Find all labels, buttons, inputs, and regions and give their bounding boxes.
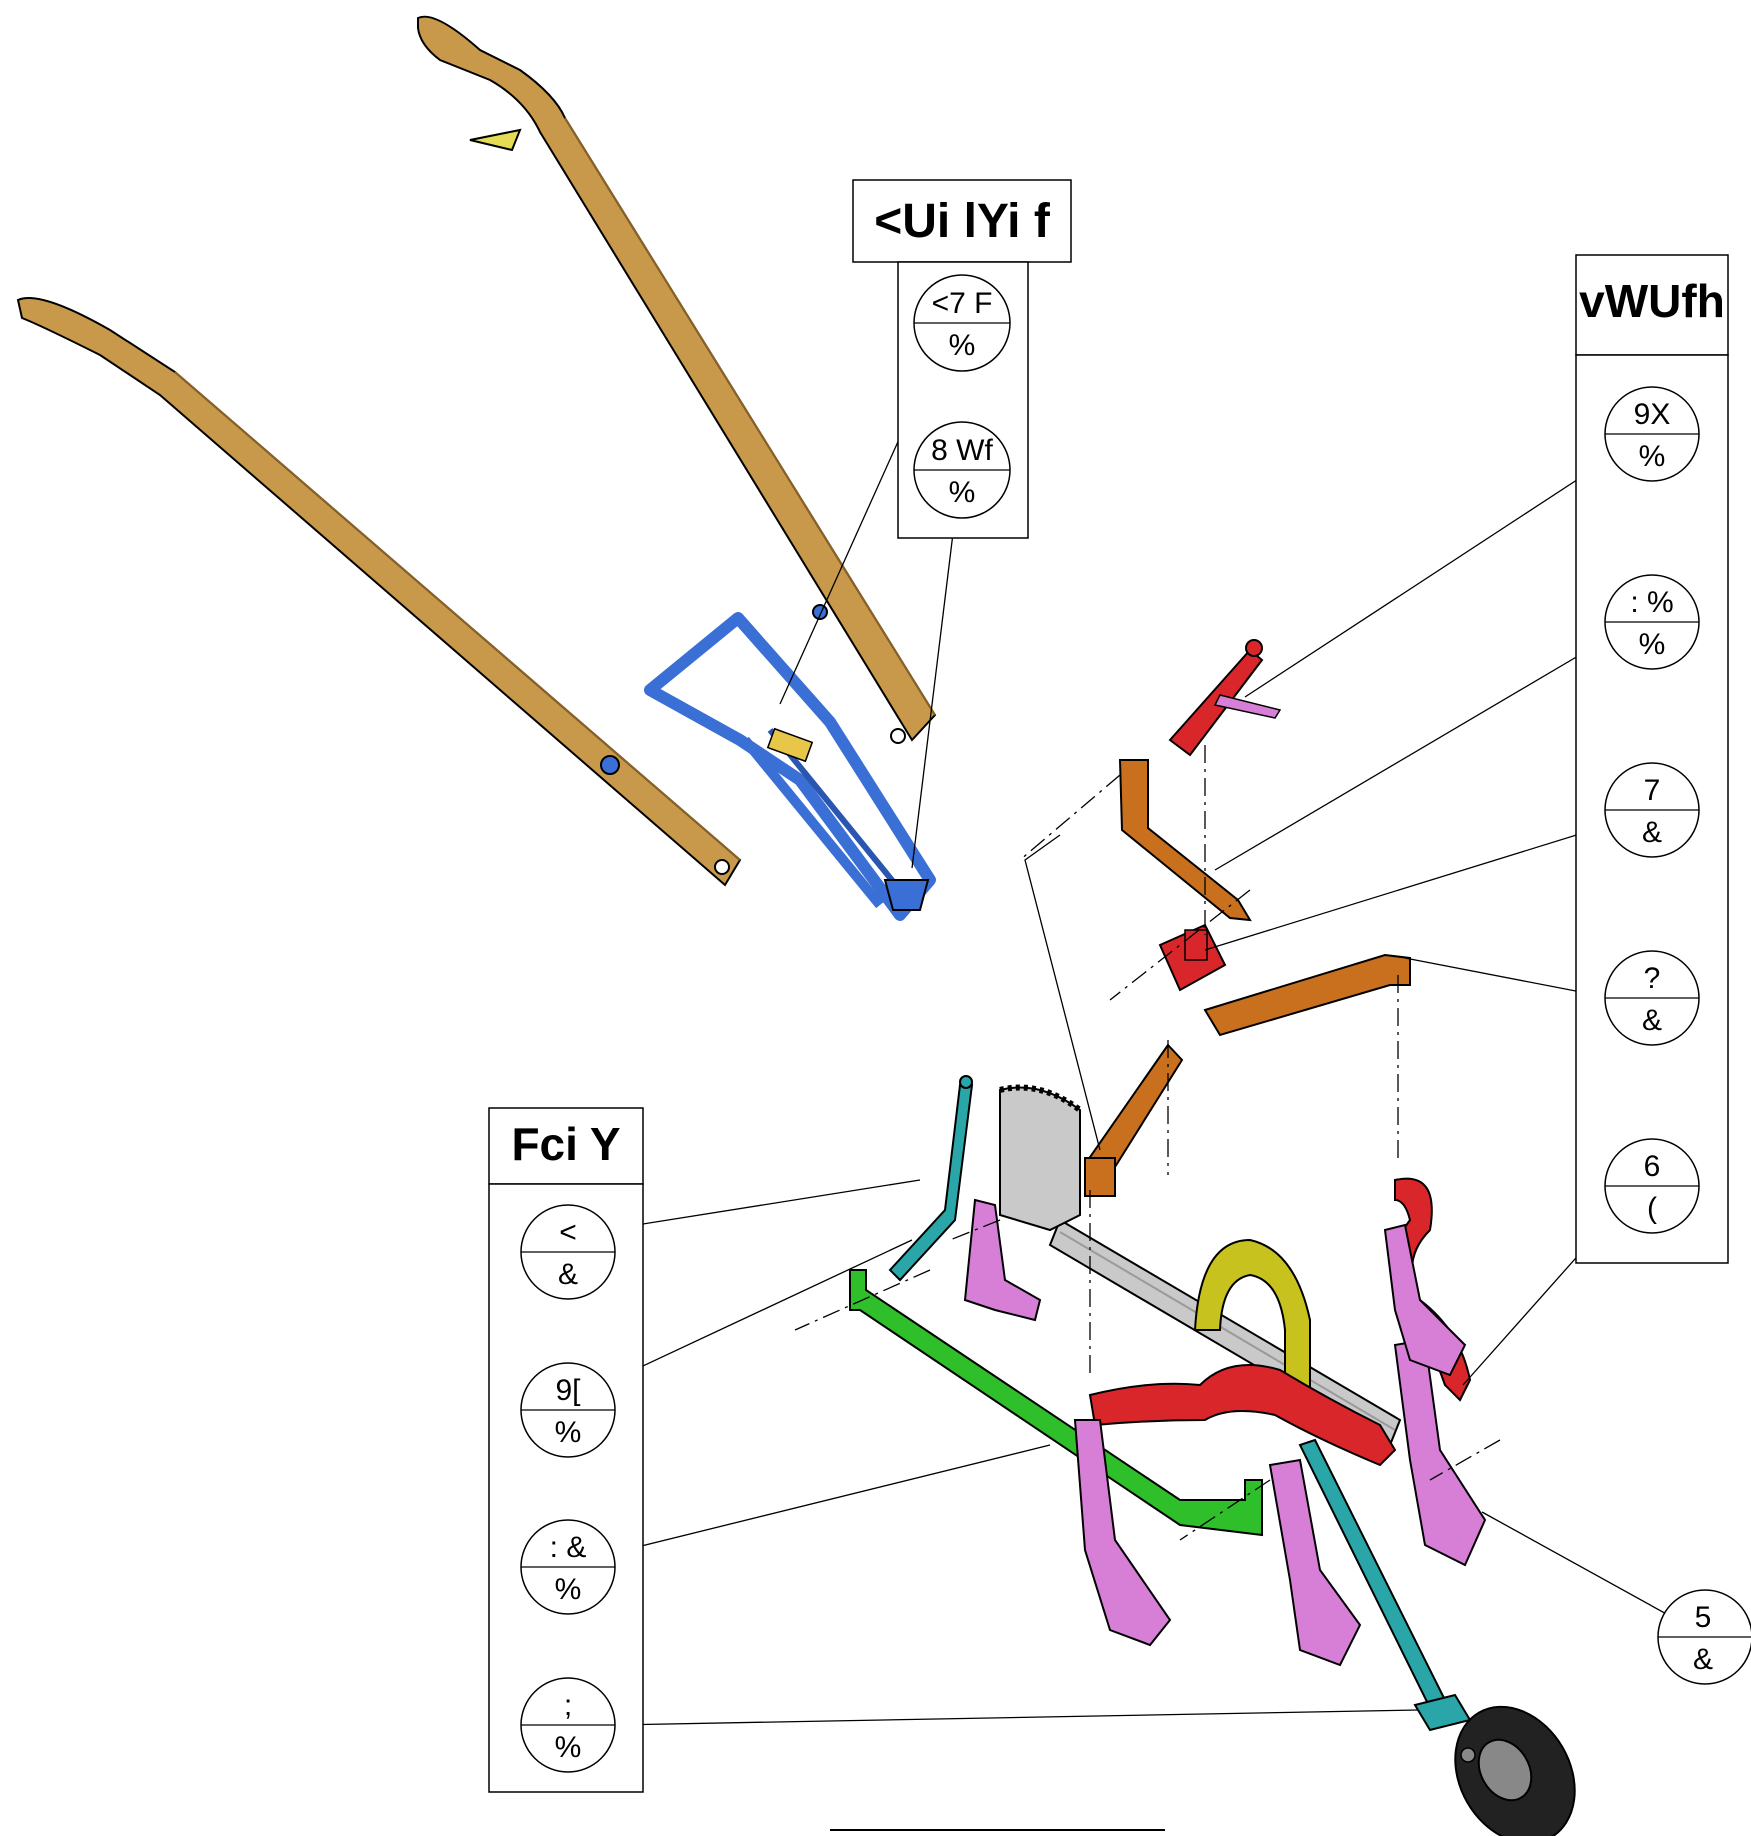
group-title: Fci Y [511,1118,620,1170]
balloon-bottom: & [1642,816,1662,849]
balloon-bottom: % [555,1573,582,1606]
group-title: <Ui lYi f [874,195,1051,248]
balloon-top: ? [1644,962,1661,995]
gear-rack [999,1084,1082,1232]
balloon: ? & [1604,950,1700,1046]
upper-bracket [1118,759,1252,922]
balloon-top: 9[ [555,1374,581,1407]
balloon-bottom: & [1693,1643,1713,1676]
right-handle [417,15,937,744]
upper-lever [1168,639,1282,757]
balloon: : & % [520,1519,616,1615]
balloon-top: 8 Wf [931,434,993,467]
balloon-top: 7 [1644,774,1661,807]
balloon-bottom: & [1642,1004,1662,1037]
handle-frame [644,612,936,921]
balloon-top: 5 [1695,1601,1712,1634]
balloon-top: 6 [1644,1150,1661,1183]
callout-group-top: <Ui lYi f <7 F % 8 Wf % [852,179,1072,539]
balloon: <7 F % [913,274,1011,372]
balloon-bottom: % [949,476,976,509]
balloon-bottom: % [1639,628,1666,661]
balloon-bottom: % [555,1416,582,1449]
balloon-standalone: 5 & [1657,1589,1751,1685]
callout-group-right: vWUfh 9X % : % % 7 & ? & [1575,254,1729,1264]
callout-group-left: Fci Y < & 9[ % : & % ; % [488,1107,644,1793]
balloon-top: 9X [1634,398,1671,431]
wheel [1454,1705,1576,1836]
orange-arm [1084,953,1411,1197]
balloon: 9X % [1604,386,1700,482]
wheel-arm [1298,1438,1472,1732]
balloon: : % % [1604,574,1700,670]
balloon-top: : & [550,1531,587,1564]
curved-crossbar [1088,1364,1397,1467]
balloon-top: < [559,1216,577,1249]
balloon: 8 Wf % [913,421,1011,519]
balloon: 7 & [1604,762,1700,858]
teal-tool [888,1075,974,1282]
balloon-bottom: & [558,1258,578,1291]
balloon-bottom: ( [1647,1192,1657,1225]
connector-line [1024,834,1101,1151]
balloon-top: <7 F [932,287,993,320]
balloon-bottom: % [1639,440,1666,473]
assembly-lines [794,745,1501,1541]
balloon-bottom: % [555,1731,582,1764]
tines [963,1198,1487,1667]
left-handle [16,297,742,887]
balloon: 9[ % [520,1362,616,1458]
balloon-bottom: % [949,329,976,362]
balloon-top: ; [564,1689,572,1722]
balloon: < & [520,1204,616,1300]
yellow-arch [1193,1238,1311,1412]
balloon: 6 ( [1604,1138,1700,1234]
leader-lines [535,354,1709,1726]
group-title: vWUfh [1579,275,1725,327]
balloon-top: : % [1630,586,1673,619]
balloon: ; % [520,1677,616,1773]
green-bar [849,1269,1263,1537]
